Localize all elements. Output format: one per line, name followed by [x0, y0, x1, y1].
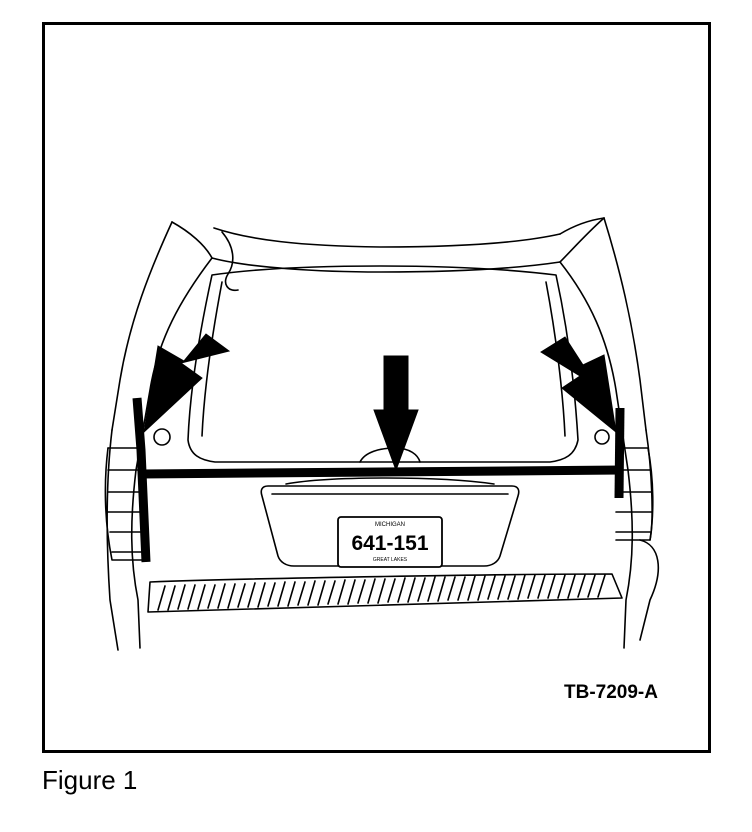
plate-number: 641-151	[351, 532, 428, 555]
figure-caption: Figure 1	[42, 765, 138, 795]
license-plate: MICHIGAN 641-151 GREAT LAKES	[337, 516, 443, 568]
figure-frame	[42, 22, 711, 753]
left-seal-line	[132, 397, 151, 563]
plate-slogan: GREAT LAKES	[373, 557, 408, 563]
seal-highlight-lines	[132, 397, 625, 563]
callout-arrows	[143, 333, 617, 472]
tail-lamps	[104, 428, 654, 561]
rear-bumper	[147, 573, 623, 613]
right-seal-line	[614, 407, 625, 499]
center-arrow	[373, 355, 419, 472]
plate-state: MICHIGAN	[375, 522, 405, 528]
drawing-code: TB-7209-A	[564, 682, 658, 703]
license-plate-pocket	[260, 477, 520, 567]
lower-seal-line	[140, 465, 623, 479]
left-arrow	[143, 333, 231, 434]
right-arrow	[540, 336, 617, 434]
roof-outline	[171, 217, 605, 292]
